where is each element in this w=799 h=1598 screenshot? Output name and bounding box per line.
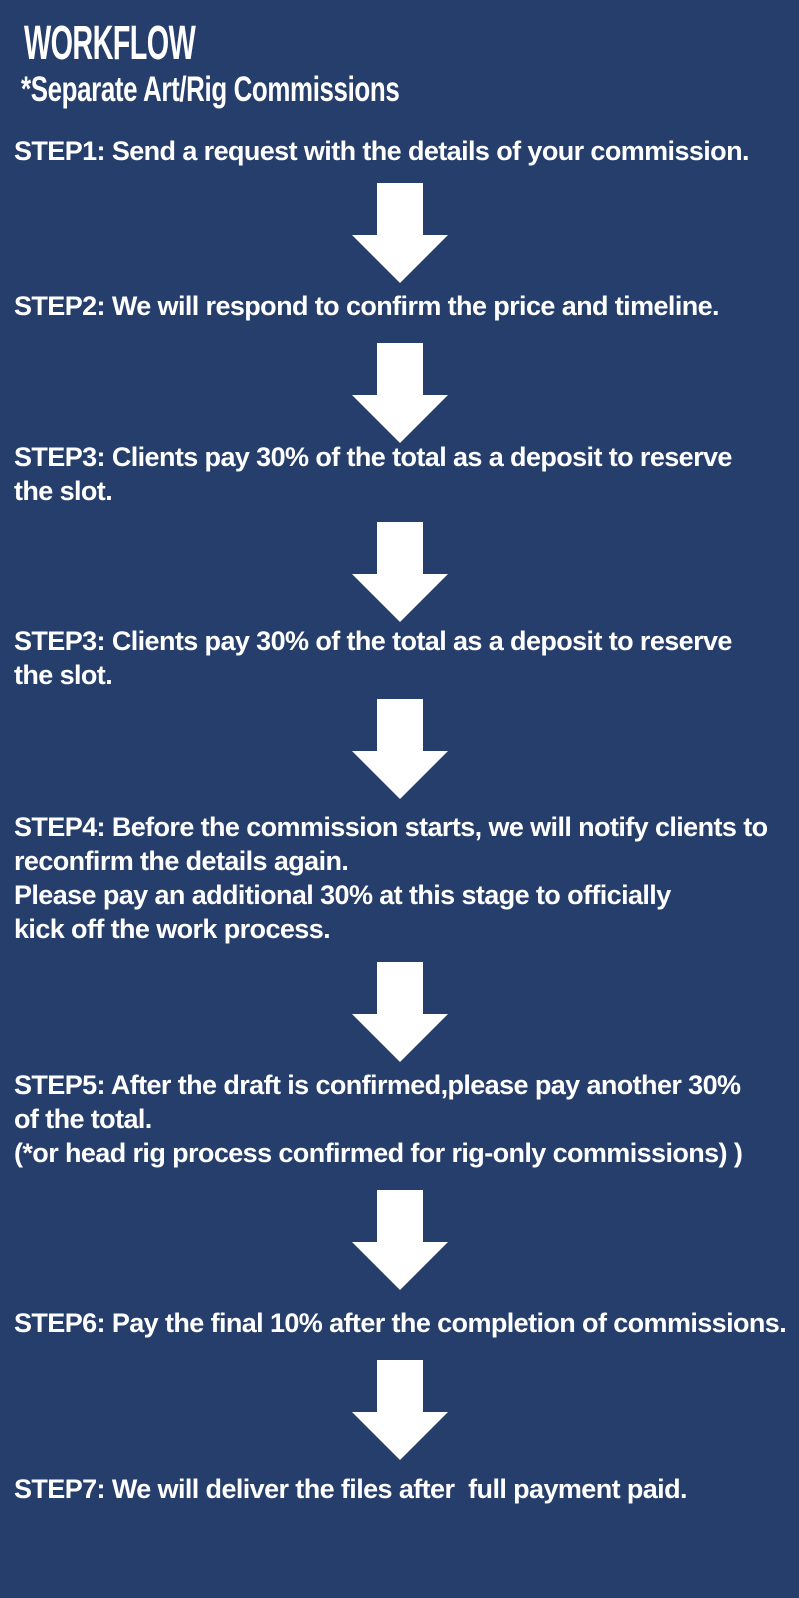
- arrow-head: [352, 1014, 448, 1062]
- step-line: STEP3: Clients pay 30% of the total as a…: [14, 626, 732, 656]
- step-line: kick off the work process.: [14, 914, 331, 944]
- arrow-stem: [377, 343, 423, 395]
- step-line: the slot.: [14, 660, 113, 690]
- step-line: STEP5: After the draft is confirmed,plea…: [14, 1070, 741, 1100]
- arrow-head: [352, 235, 448, 283]
- step-line: of the total.: [14, 1104, 152, 1134]
- step-line: STEP1: Send a request with the details o…: [14, 136, 749, 166]
- page-title: WORKFLOW: [24, 17, 196, 70]
- step-3-duplicate-text: STEP3: Clients pay 30% of the total as a…: [14, 624, 789, 692]
- step-7-text: STEP7: We will deliver the files after f…: [14, 1472, 789, 1506]
- step-line: reconfirm the details again.: [14, 846, 349, 876]
- arrow-stem: [377, 522, 423, 574]
- step-1-text: STEP1: Send a request with the details o…: [14, 134, 789, 168]
- step-line: Please pay an additional 30% at this sta…: [14, 880, 671, 910]
- arrow-stem: [377, 183, 423, 235]
- down-arrow-icon: [352, 699, 448, 799]
- step-line: STEP7: We will deliver the files after f…: [14, 1474, 687, 1504]
- step-2-text: STEP2: We will respond to confirm the pr…: [14, 289, 789, 323]
- arrow-head: [352, 395, 448, 443]
- down-arrow-icon: [352, 1190, 448, 1290]
- step-6-text: STEP6: Pay the final 10% after the compl…: [14, 1306, 789, 1340]
- step-5-text: STEP5: After the draft is confirmed,plea…: [14, 1068, 789, 1170]
- arrow-stem: [377, 1360, 423, 1412]
- step-line: STEP4: Before the commission starts, we …: [14, 812, 768, 842]
- step-line: STEP6: Pay the final 10% after the compl…: [14, 1308, 787, 1338]
- step-line: (*or head rig process confirmed for rig-…: [14, 1138, 743, 1168]
- down-arrow-icon: [352, 962, 448, 1062]
- down-arrow-icon: [352, 183, 448, 283]
- arrow-stem: [377, 962, 423, 1014]
- page-subtitle: *Separate Art/Rig Commissions: [21, 70, 400, 109]
- step-line: STEP3: Clients pay 30% of the total as a…: [14, 442, 732, 472]
- step-4-text: STEP4: Before the commission starts, we …: [14, 810, 789, 946]
- step-line: STEP2: We will respond to confirm the pr…: [14, 291, 720, 321]
- arrow-head: [352, 574, 448, 622]
- down-arrow-icon: [352, 1360, 448, 1460]
- arrow-stem: [377, 1190, 423, 1242]
- step-line: the slot.: [14, 476, 113, 506]
- arrow-head: [352, 1412, 448, 1460]
- arrow-stem: [377, 699, 423, 751]
- arrow-head: [352, 1242, 448, 1290]
- down-arrow-icon: [352, 343, 448, 443]
- arrow-head: [352, 751, 448, 799]
- step-3-text: STEP3: Clients pay 30% of the total as a…: [14, 440, 789, 508]
- down-arrow-icon: [352, 522, 448, 622]
